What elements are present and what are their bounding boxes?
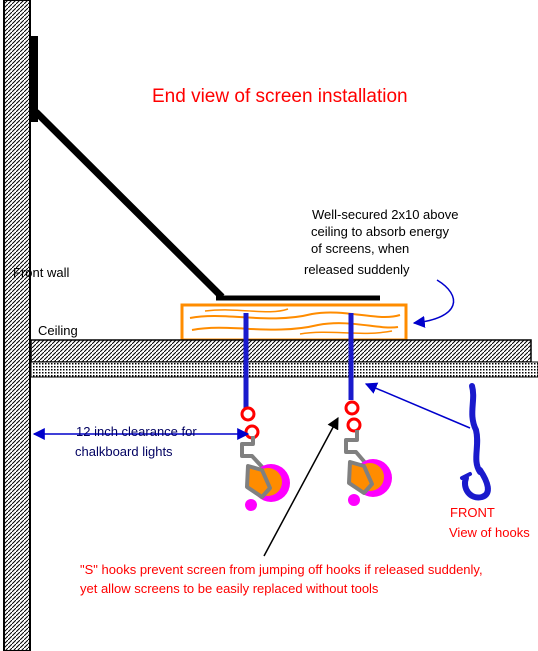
hanger-right [344,313,392,506]
beam-2x10 [180,303,408,342]
arrow-beam-note [412,279,455,328]
s-hook-left [240,436,267,472]
front-wall [3,0,31,651]
label-front-wall: Front wall [13,265,69,280]
beam-note-line-3: of screens, when [311,241,409,256]
diagram-title: End view of screen installation [152,86,408,107]
front-view-line-1: FRONT [450,505,495,520]
clearance-note-line-1: 12 inch clearance for [76,424,197,439]
clearance-note-line-2: chalkboard lights [75,444,173,459]
ceiling-strip [30,361,538,378]
ring-right-top [344,400,360,416]
hanger-left [240,313,290,511]
beam-note-line-2: ceiling to absorb energy [311,224,450,239]
arrow-front-view [364,382,471,429]
front-view-line-2: View of hooks [449,525,530,540]
s-hook-right [344,430,370,468]
label-ceiling: Ceiling [38,323,78,338]
arrow-s-hook [263,416,339,557]
front-view-hook [460,383,491,501]
wall-strip [31,36,38,122]
s-hook-note-line-1: "S" hooks prevent screen from jumping of… [80,562,483,577]
s-hook-note-line-2: yet allow screens to be easily replaced … [80,581,379,596]
beam-note-line-1: Well-secured 2x10 above [312,207,458,222]
ring-right-bottom [346,417,362,433]
ring-left-top [240,406,256,422]
ceiling-panel [30,339,532,363]
diagonal-brace [33,109,225,300]
beam-note-line-4: released suddenly [304,262,410,277]
